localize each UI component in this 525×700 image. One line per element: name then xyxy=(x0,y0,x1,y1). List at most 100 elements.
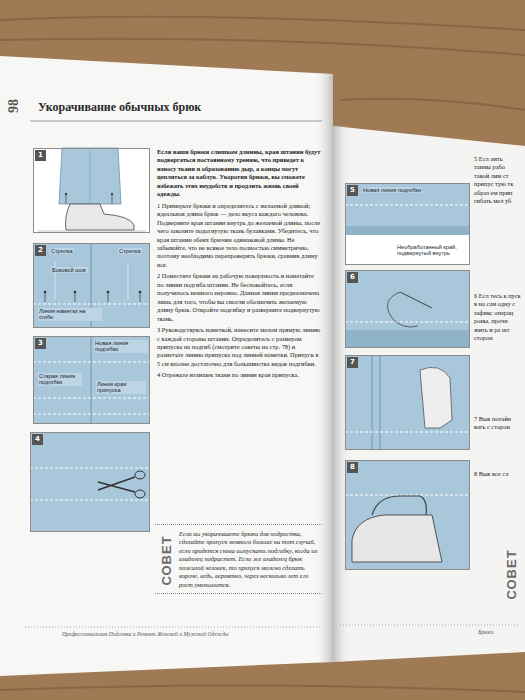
step-panel: 2СтрелкаБоковой шовСтрелкаЛиния наметки … xyxy=(33,243,150,328)
panel-8-drawing xyxy=(345,460,470,570)
panel-1-drawing xyxy=(66,194,67,204)
callout-number: 5 xyxy=(347,185,358,196)
pins xyxy=(108,292,109,302)
panel-8-drawing xyxy=(372,496,426,515)
part-label: Старая линия подгибки xyxy=(38,373,82,386)
scissors xyxy=(98,477,135,492)
book-pages xyxy=(333,126,525,662)
panel-1-drawing xyxy=(65,193,67,195)
callout-number: 8 xyxy=(347,462,358,473)
callout-number: 3 xyxy=(35,338,46,349)
panel-6-drawing xyxy=(345,270,470,348)
part-label: Стрелка xyxy=(50,248,74,254)
pins xyxy=(140,292,141,302)
panel-8-drawing xyxy=(345,495,470,496)
step-panel: 8 xyxy=(345,460,470,570)
intro-text: Если ваши брюки слишком длинны, края шта… xyxy=(157,148,321,199)
tip-box: СОВЕТ xyxy=(500,538,522,610)
panel-1-drawing xyxy=(33,148,150,233)
tip-heading: СОВЕТ xyxy=(505,549,518,599)
panel-8-drawing xyxy=(352,515,442,562)
panel-7-drawing xyxy=(380,355,381,450)
panel-7-drawing xyxy=(345,355,470,450)
panel-1-drawing xyxy=(112,194,113,204)
panel-1-drawing xyxy=(66,204,135,230)
part-label: Новая линия подгибки xyxy=(362,187,422,193)
callout-number: 4 xyxy=(32,434,43,445)
tip-box: СОВЕТЕсли вы укорачиваете брюки для подр… xyxy=(155,524,322,594)
panel-7-drawing xyxy=(345,355,470,450)
step-text: 2 Поместите брюки на рабочую поверхность… xyxy=(157,272,321,323)
step-text: 6 Есл тесь к пуск в на сам одну с зафикс… xyxy=(474,292,521,343)
scissors xyxy=(135,490,145,498)
book-pages xyxy=(25,627,320,628)
pins xyxy=(74,291,77,294)
panel-1-drawing xyxy=(59,148,121,204)
pins xyxy=(44,291,142,302)
callout-number: 2 xyxy=(35,245,46,256)
panel-3-drawing xyxy=(33,398,150,399)
panel-5-drawing xyxy=(345,205,470,206)
part-label: Новая линия подгибки xyxy=(94,340,148,353)
pins xyxy=(45,292,46,302)
panel-2-drawing xyxy=(33,243,150,328)
panel-4-drawing xyxy=(30,432,150,532)
pins xyxy=(139,291,142,294)
pins xyxy=(44,291,47,294)
step-panel: 7 xyxy=(345,355,470,450)
book-pages xyxy=(30,121,322,122)
scissors xyxy=(135,471,145,479)
panel-5-drawing xyxy=(345,183,470,235)
panel-6-drawing xyxy=(400,292,432,308)
callout-number: 6 xyxy=(347,272,358,283)
part-label: Необработанный край, подвернутый внутрь xyxy=(396,244,468,257)
book-pages xyxy=(0,56,333,676)
table-surface xyxy=(0,17,525,692)
tip-heading: СОВЕТ xyxy=(160,535,173,585)
text-column: Если ваши брюки слишком длинны, края шта… xyxy=(157,148,321,383)
panel-4-drawing xyxy=(30,500,150,501)
panel-1-drawing xyxy=(111,193,113,195)
step-panel: 4 xyxy=(30,432,150,532)
panel-2-drawing xyxy=(33,304,150,305)
panel-2-drawing xyxy=(33,243,150,328)
book-pages xyxy=(314,74,333,662)
step-text: 3 Руководствуясь наметкой, нанесите мело… xyxy=(157,326,321,368)
part-label: Боковой шов xyxy=(51,267,88,273)
panel-7-drawing xyxy=(420,367,452,428)
scissors xyxy=(98,471,145,498)
page-number: 98 xyxy=(7,99,21,113)
panel-6-drawing xyxy=(345,322,470,323)
panel-6-drawing xyxy=(345,270,470,348)
footer-text: Профессиональная Подгонка и Ремонт Женск… xyxy=(62,631,229,638)
panel-1-drawing xyxy=(33,148,150,233)
step-panel: 6 xyxy=(345,270,470,348)
panel-7-drawing xyxy=(345,432,470,433)
panel-5-drawing xyxy=(345,226,470,235)
book-pages xyxy=(340,625,520,626)
panel-1-drawing xyxy=(38,231,146,232)
step-text: 8 Выв все сл xyxy=(474,470,521,478)
panel-3-drawing xyxy=(33,362,150,363)
panel-3-drawing xyxy=(91,336,92,424)
step-text: 1 Примерьте брюки и определитесь с желае… xyxy=(157,202,321,270)
part-label: Линия края припуска xyxy=(96,381,146,394)
panel-2-drawing xyxy=(128,262,129,300)
panel-8-drawing xyxy=(345,460,470,570)
pins xyxy=(107,291,110,294)
step-text: 4 Отрежьте излишек ткани по линии края п… xyxy=(157,371,321,379)
section-name: Брюки xyxy=(478,629,493,636)
panel-3-drawing xyxy=(33,414,150,415)
pins xyxy=(75,292,76,302)
callout-number: 1 xyxy=(35,150,46,161)
book-pages xyxy=(0,56,525,676)
panel-1-drawing xyxy=(90,150,91,203)
panel-4-drawing xyxy=(30,432,150,532)
part-label: Стрелка xyxy=(118,248,142,254)
step-panel: 3 Новая линия подгибкиСтарая линия подгиб… xyxy=(33,336,150,424)
panel-7-drawing xyxy=(372,355,373,450)
callout-number: 7 xyxy=(347,357,358,368)
